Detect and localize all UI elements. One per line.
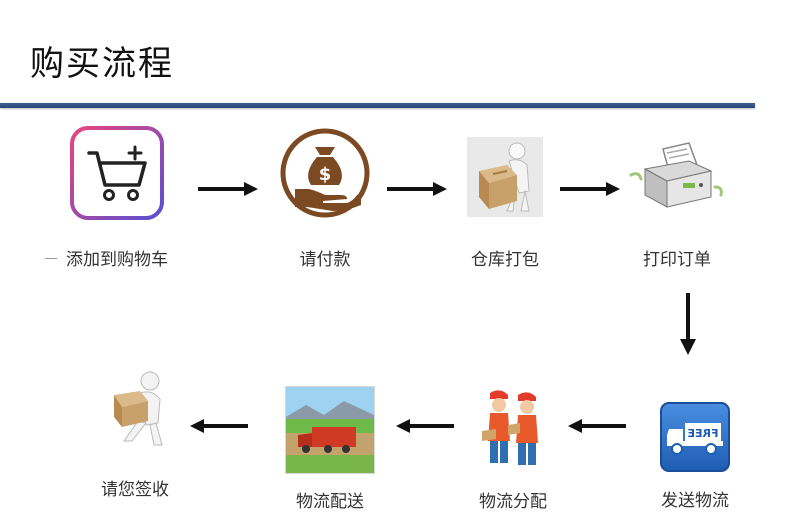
step-label: 物流分配 [479,492,547,512]
step-label: 请您签收 [101,480,169,500]
left-arrow-icon [396,418,454,437]
money-bag-hand-icon: $ [250,125,400,225]
truck-badge-text: FREE [687,427,718,440]
step-label: 请付款 [299,250,351,270]
step-label: 物流配送 [296,492,364,512]
down-arrow-icon [680,293,696,359]
step-label: 添加到购物车 [66,250,168,270]
person-receiving-package-icon [60,365,210,465]
workers-with-parcels-icon [438,385,588,485]
right-arrow-icon [198,181,258,200]
dash-mark [45,258,57,259]
step-label: 打印订单 [643,250,711,270]
right-arrow-icon [560,181,620,200]
svg-text:$: $ [319,164,332,185]
truck-on-road-icon [255,385,405,485]
left-arrow-icon [190,418,248,437]
step-label: 发送物流 [661,491,729,511]
shopping-cart-icon [42,125,192,225]
right-arrow-icon [387,181,447,200]
title-underline [0,103,755,108]
free-delivery-truck-icon: FREE [620,397,770,497]
left-arrow-icon [568,418,626,437]
step-label: 仓库打包 [471,250,539,270]
person-carrying-box-icon [430,125,580,225]
page-title: 购买流程 [30,44,174,84]
printer-icon [602,125,752,225]
